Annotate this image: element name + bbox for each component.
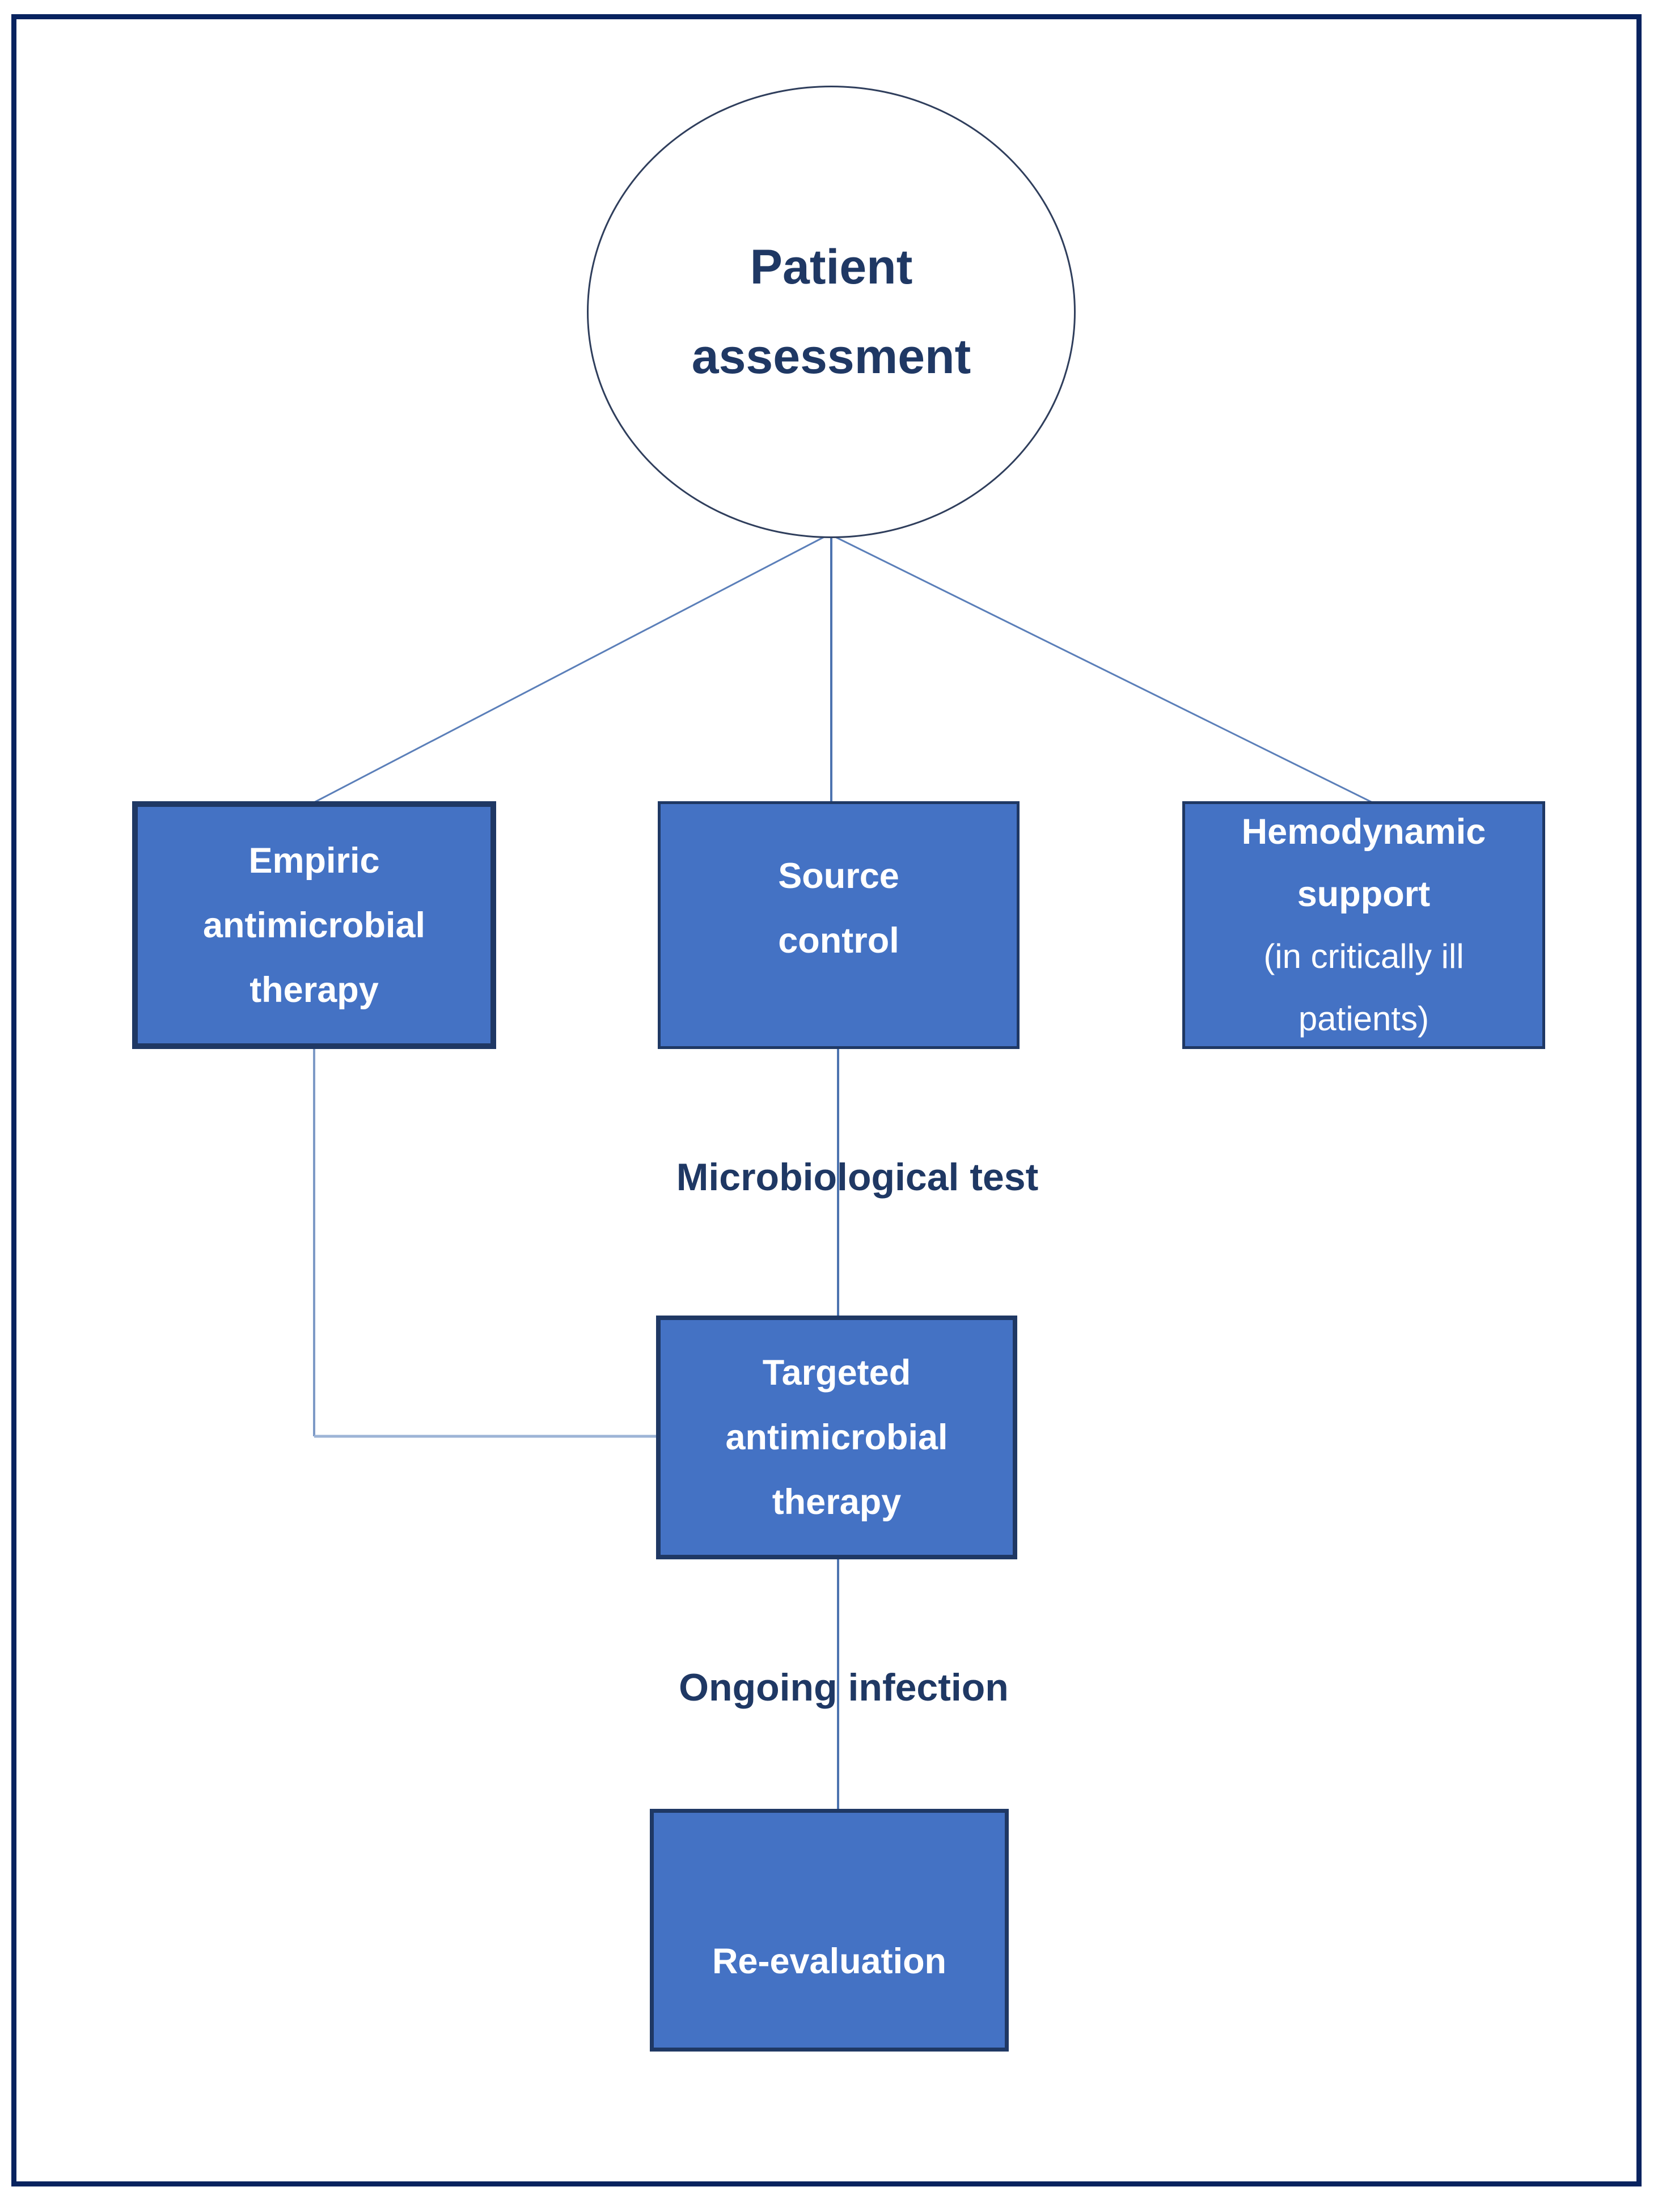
node-label-line: antimicrobial [725, 1418, 948, 1457]
node-label-line: (in critically ill [1263, 937, 1464, 975]
node-label-line: Empiric [248, 840, 380, 881]
node-label-line: antimicrobial [202, 905, 426, 945]
edge-patient-to-empiric [314, 533, 830, 803]
edge-patient-to-hemodynamic [829, 533, 1373, 803]
node-label-line: Hemodynamic [1241, 811, 1486, 852]
node-source-control: Source control [658, 801, 1020, 1049]
node-label-line: Source [778, 856, 899, 896]
node-label-line: Targeted [762, 1353, 911, 1393]
node-targeted-antimicrobial-therapy: Targeted antimicrobial therapy [656, 1316, 1017, 1559]
node-re-evaluation: Re-evaluation [650, 1809, 1009, 2052]
edge-label-microbiological-test: Microbiological test [676, 1156, 1039, 1199]
node-hemodynamic-support: Hemodynamic support (in critically ill p… [1182, 801, 1545, 1049]
page-border-frame [11, 14, 1642, 2186]
node-label-line: therapy [249, 970, 379, 1010]
node-label-line: assessment [691, 329, 971, 384]
node-label-line: Patient [750, 240, 913, 294]
node-label-line: control [778, 920, 899, 961]
node-patient-assessment-label: Patient assessment [692, 222, 971, 401]
edge-label-ongoing-infection: Ongoing infection [679, 1666, 1009, 1709]
node-label-line: patients) [1298, 999, 1429, 1038]
node-empiric-antimicrobial-therapy: Empiric antimicrobial therapy [132, 801, 496, 1049]
node-patient-assessment: Patient assessment [587, 86, 1076, 538]
node-label-line: support [1297, 874, 1431, 914]
node-label-line: therapy [772, 1482, 902, 1522]
node-label-line: Re-evaluation [712, 1942, 947, 1981]
